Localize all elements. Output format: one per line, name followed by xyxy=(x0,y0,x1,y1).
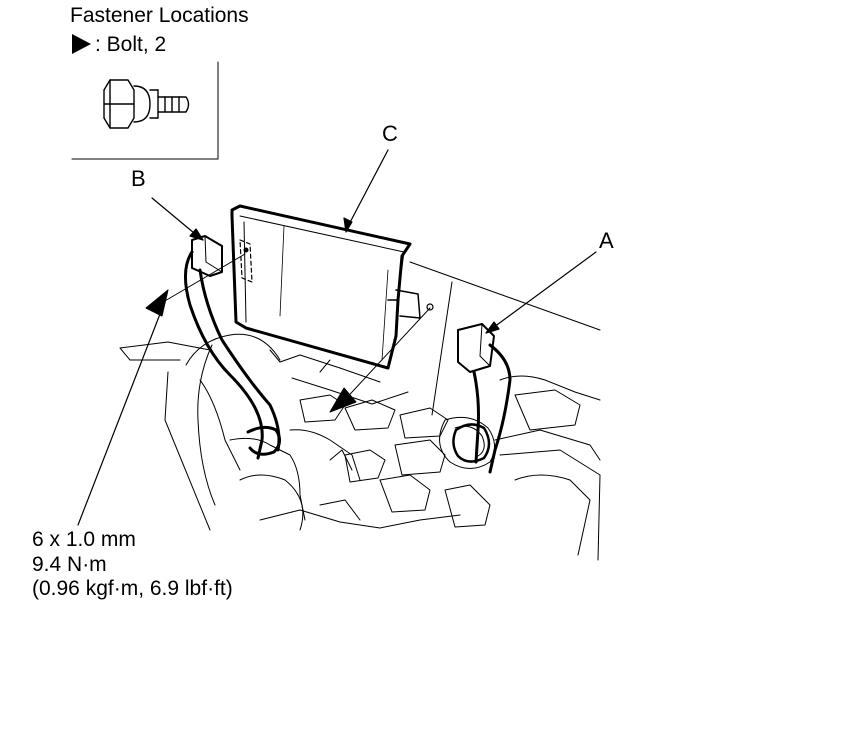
leader-arrow-a xyxy=(485,321,500,334)
wire-harness-b xyxy=(184,250,281,460)
torque-spec-nm: 9.4 N·m xyxy=(32,552,107,576)
fastener-inset-frame xyxy=(71,61,219,160)
leader-line-b xyxy=(151,197,201,239)
bolt-legend: : Bolt, 2 xyxy=(72,33,166,57)
callout-b: B xyxy=(131,166,146,191)
bolt-legend-text: : Bolt, 2 xyxy=(95,33,167,56)
bolt-arrow-center xyxy=(329,387,357,413)
leader-arrow-c xyxy=(343,217,353,233)
torque-spec: 6 x 1.0 mm 9.4 N·m (0.96 kgf·m, 6.9 lbf·… xyxy=(32,528,233,602)
bolt-arrow-left xyxy=(145,289,169,317)
leader-line-a xyxy=(489,251,597,331)
fastener-locations-title: Fastener Locations xyxy=(70,4,249,27)
control-module-c xyxy=(230,204,434,370)
leader-arrow-b xyxy=(189,228,204,241)
torque-spec-imperial: (0.96 kgf·m, 6.9 lbf·ft) xyxy=(32,577,233,600)
wire-harness-a xyxy=(452,343,512,474)
leader-line-c xyxy=(345,149,389,231)
bolt-location-arrows xyxy=(145,253,431,413)
leader-line-spec xyxy=(77,313,161,526)
torque-spec-size: 6 x 1.0 mm xyxy=(32,528,136,551)
bolt-icon xyxy=(103,79,190,129)
connector-b xyxy=(191,235,223,277)
callout-a: A xyxy=(599,228,614,253)
filled-triangle-icon xyxy=(72,34,91,54)
connector-a xyxy=(457,323,495,373)
callout-c: C xyxy=(382,121,398,146)
leader-lines xyxy=(77,149,597,526)
